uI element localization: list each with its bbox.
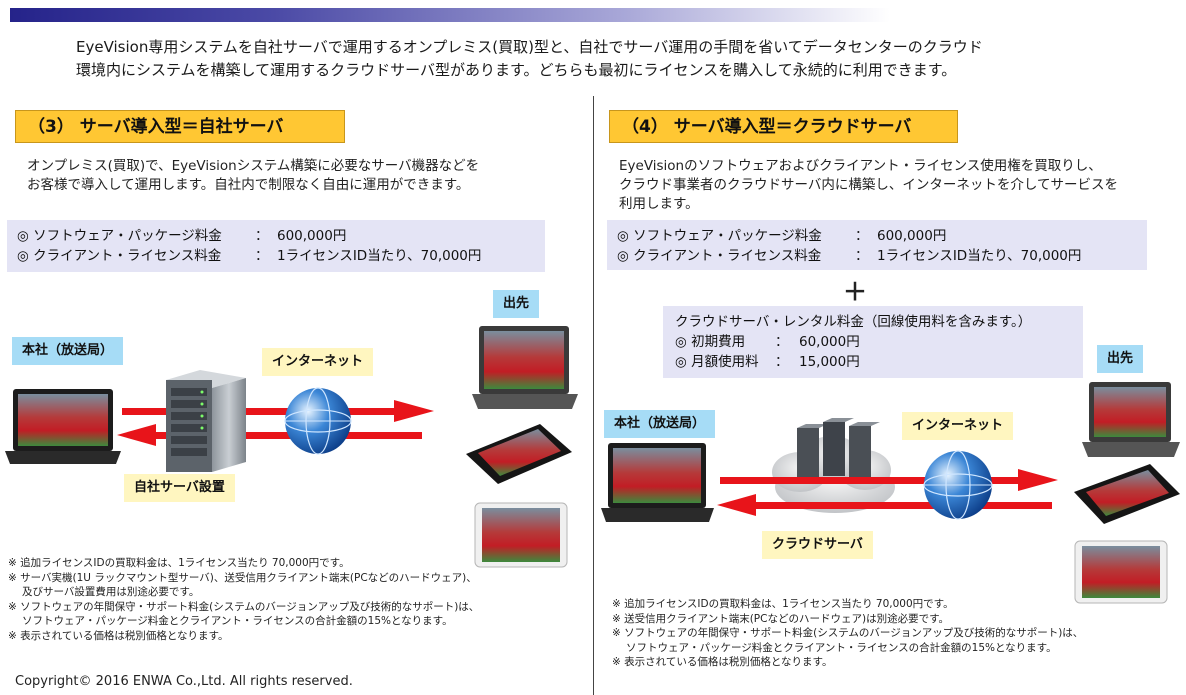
note-line: 及びサーバ設置費用は別途必要です。 <box>22 586 200 598</box>
globe-icon <box>923 450 993 520</box>
note-line: ※ ソフトウェアの年間保守・サポート料金(システムのバージョンアップ及び技術的な… <box>612 627 1084 639</box>
right-section-title: （4） サーバ導入型＝クラウドサーバ <box>609 110 958 143</box>
note-line: ※ 追加ライセンスIDの買取料金は、1ライセンス当たり 70,000円です。 <box>612 598 954 610</box>
left-desc-line-2: お客様で導入して運用します。自社内で制限なく自由に運用ができます。 <box>27 177 470 193</box>
globe-icon <box>284 387 352 455</box>
header-accent-bar <box>10 8 890 22</box>
arrow-icon <box>717 469 1058 516</box>
right-price-row-software: ◎ ソフトウェア・パッケージ料金 ： 600,000円 <box>617 226 1137 246</box>
price-sep: ： <box>255 228 269 244</box>
right-description: EyeVisionのソフトウェアおよびクライアント・ライセンス使用権を買取りし、… <box>619 157 1118 214</box>
right-cloud-label: クラウドサーバ <box>762 531 873 559</box>
cloud-rental-title: クラウドサーバ・レンタル料金（回線使用料を含みます。） <box>675 314 1032 330</box>
server-icon <box>166 370 246 472</box>
note-line: ※ 表示されている価格は税別価格となります。 <box>612 656 833 668</box>
rental-row-monthly: ◎ 月額使用料 ： 15,000円 <box>675 352 1071 372</box>
right-price-box: ◎ ソフトウェア・パッケージ料金 ： 600,000円 ◎ クライアント・ライセ… <box>607 220 1147 270</box>
right-price-row-client: ◎ クライアント・ライセンス料金 ： 1ライセンスID当たり、70,000円 <box>617 246 1137 266</box>
intro-line-2: 環境内にシステムを構築して運用するクラウドサーバ型があります。どちらも最初にライ… <box>76 61 957 79</box>
rental-label: ◎ 月額使用料 <box>675 354 759 370</box>
laptop-icon <box>5 389 121 464</box>
rental-value: 15,000円 <box>799 354 860 370</box>
price-label: ◎ クライアント・ライセンス料金 <box>17 248 222 264</box>
laptop-icon <box>1082 382 1180 457</box>
rental-label: ◎ 初期費用 <box>675 334 746 350</box>
note-line: ソフトウェア・パッケージ料金とクライアント・ライセンスの合計金額の15%となりま… <box>626 641 1057 654</box>
price-value: 600,000円 <box>277 228 347 244</box>
right-hq-label: 本社（放送局） <box>604 410 716 438</box>
right-remote-label: 出先 <box>1097 345 1144 373</box>
price-label: ◎ ソフトウェア・パッケージ料金 <box>17 228 222 244</box>
note-line: ※ 送受信用クライアント端末(PCなどのハードウェア)は別途必要です。 <box>612 612 950 625</box>
intro-text: EyeVision専用システムを自社サーバで運用するオンプレミス(買取)型と、自… <box>76 36 1136 82</box>
left-price-row-software: ◎ ソフトウェア・パッケージ料金 ： 600,000円 <box>17 226 535 246</box>
right-desc-line-2: クラウド事業者のクラウドサーバ内に構築し、インターネットを介してサービスを <box>619 177 1118 193</box>
cloud-server-icon <box>772 418 895 513</box>
price-label: ◎ ソフトウェア・パッケージ料金 <box>617 228 822 244</box>
cloud-rental-box: クラウドサーバ・レンタル料金（回線使用料を含みます。） ◎ 初期費用 ： 60,… <box>663 306 1083 378</box>
smartphone-icon <box>466 424 572 484</box>
note-line: ※ 表示されている価格は税別価格となります。 <box>8 629 229 642</box>
right-internet-label: インターネット <box>902 412 1014 440</box>
laptop-icon <box>601 443 714 522</box>
price-value: 1ライセンスID当たり、70,000円 <box>277 248 482 264</box>
right-notes: ※ 追加ライセンスIDの買取料金は、1ライセンス当たり 70,000円です。 ※… <box>612 597 1083 670</box>
left-hq-label: 本社（放送局） <box>12 337 124 365</box>
left-price-row-client: ◎ クライアント・ライセンス料金 ： 1ライセンスID当たり、70,000円 <box>17 246 535 266</box>
laptop-icon <box>472 326 578 409</box>
intro-line-1: EyeVision専用システムを自社サーバで運用するオンプレミス(買取)型と、自… <box>76 38 983 56</box>
price-value: 1ライセンスID当たり、70,000円 <box>877 248 1082 264</box>
note-line: ソフトウェア・パッケージ料金とクライアント・ライセンスの合計金額の15%となりま… <box>22 615 453 627</box>
rental-sep: ： <box>775 334 789 350</box>
section-divider <box>593 96 594 695</box>
tablet-icon <box>1074 540 1168 604</box>
copyright: Copyright© 2016 ENWA Co.,Ltd. All rights… <box>15 674 353 689</box>
price-sep: ： <box>255 248 269 264</box>
note-line: ※ 追加ライセンスIDの買取料金は、1ライセンス当たり 70,000円です。 <box>8 557 350 569</box>
price-value: 600,000円 <box>877 228 947 244</box>
left-notes: ※ 追加ライセンスIDの買取料金は、1ライセンス当たり 70,000円です。 ※… <box>8 556 479 643</box>
price-label: ◎ クライアント・ライセンス料金 <box>617 248 822 264</box>
left-remote-label: 出先 <box>493 290 540 318</box>
note-line: ※ ソフトウェアの年間保守・サポート料金(システムのバージョンアップ及び技術的な… <box>8 600 480 613</box>
tablet-icon <box>474 502 568 568</box>
right-desc-line-3: 利用します。 <box>619 196 699 212</box>
left-desc-line-1: オンプレミス(買取)で、EyeVisionシステム構築に必要なサーバ機器などを <box>27 158 480 174</box>
left-price-box: ◎ ソフトウェア・パッケージ料金 ： 600,000円 ◎ クライアント・ライセ… <box>7 220 545 272</box>
left-internet-label: インターネット <box>262 348 374 376</box>
plus-sign: ＋ <box>843 278 867 306</box>
arrow-icon <box>117 400 434 446</box>
left-server-label: 自社サーバ設置 <box>124 474 235 502</box>
rental-row-initial: ◎ 初期費用 ： 60,000円 <box>675 332 1071 352</box>
right-desc-line-1: EyeVisionのソフトウェアおよびクライアント・ライセンス使用権を買取りし、 <box>619 158 1102 174</box>
rental-sep: ： <box>775 354 789 370</box>
left-description: オンプレミス(買取)で、EyeVisionシステム構築に必要なサーバ機器などを … <box>27 157 479 195</box>
left-section-title: （3） サーバ導入型＝自社サーバ <box>15 110 345 143</box>
note-line: ※ サーバ実機(1U ラックマウント型サーバ)、送受信用クライアント端末(PCな… <box>8 571 477 584</box>
rental-value: 60,000円 <box>799 334 860 350</box>
price-sep: ： <box>855 248 869 264</box>
price-sep: ： <box>855 228 869 244</box>
smartphone-icon <box>1074 464 1180 524</box>
